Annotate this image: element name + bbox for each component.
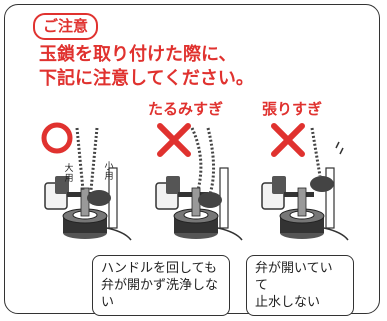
illustration-tight [261, 126, 349, 241]
callout-slack-line-1: ハンドルを回しても [101, 261, 217, 276]
circle-ok-icon [41, 122, 73, 154]
callout-tight-line-1: 弁が開いていて [255, 261, 333, 293]
title-line-1: 玉鎖を取り付けた際に、 [39, 44, 237, 65]
illustration-correct [41, 122, 132, 241]
callout-slack: ハンドルを回しても 弁が開かず洗浄しない [92, 255, 230, 316]
label-tight: 張りすぎ [262, 100, 323, 118]
illustration-slack [155, 126, 243, 241]
label-slack: たるみすぎ [148, 100, 224, 118]
title-line-2: 下記に注意してください。 [39, 68, 254, 89]
caution-badge: ご注意 [33, 13, 99, 40]
cross-ng-icon [160, 126, 188, 154]
lever-small-label: 小用 [104, 162, 114, 182]
callout-slack-line-2: 弁が開かず洗浄しない [101, 278, 219, 310]
callout-tight: 弁が開いていて 止水しない [246, 255, 354, 316]
callout-tight-line-2: 止水しない [255, 295, 321, 310]
caution-title: 玉鎖を取り付けた際に、 下記に注意してください。 [39, 43, 254, 91]
lever-large-label: 大用 [64, 164, 74, 184]
cross-ng-icon [274, 126, 302, 154]
